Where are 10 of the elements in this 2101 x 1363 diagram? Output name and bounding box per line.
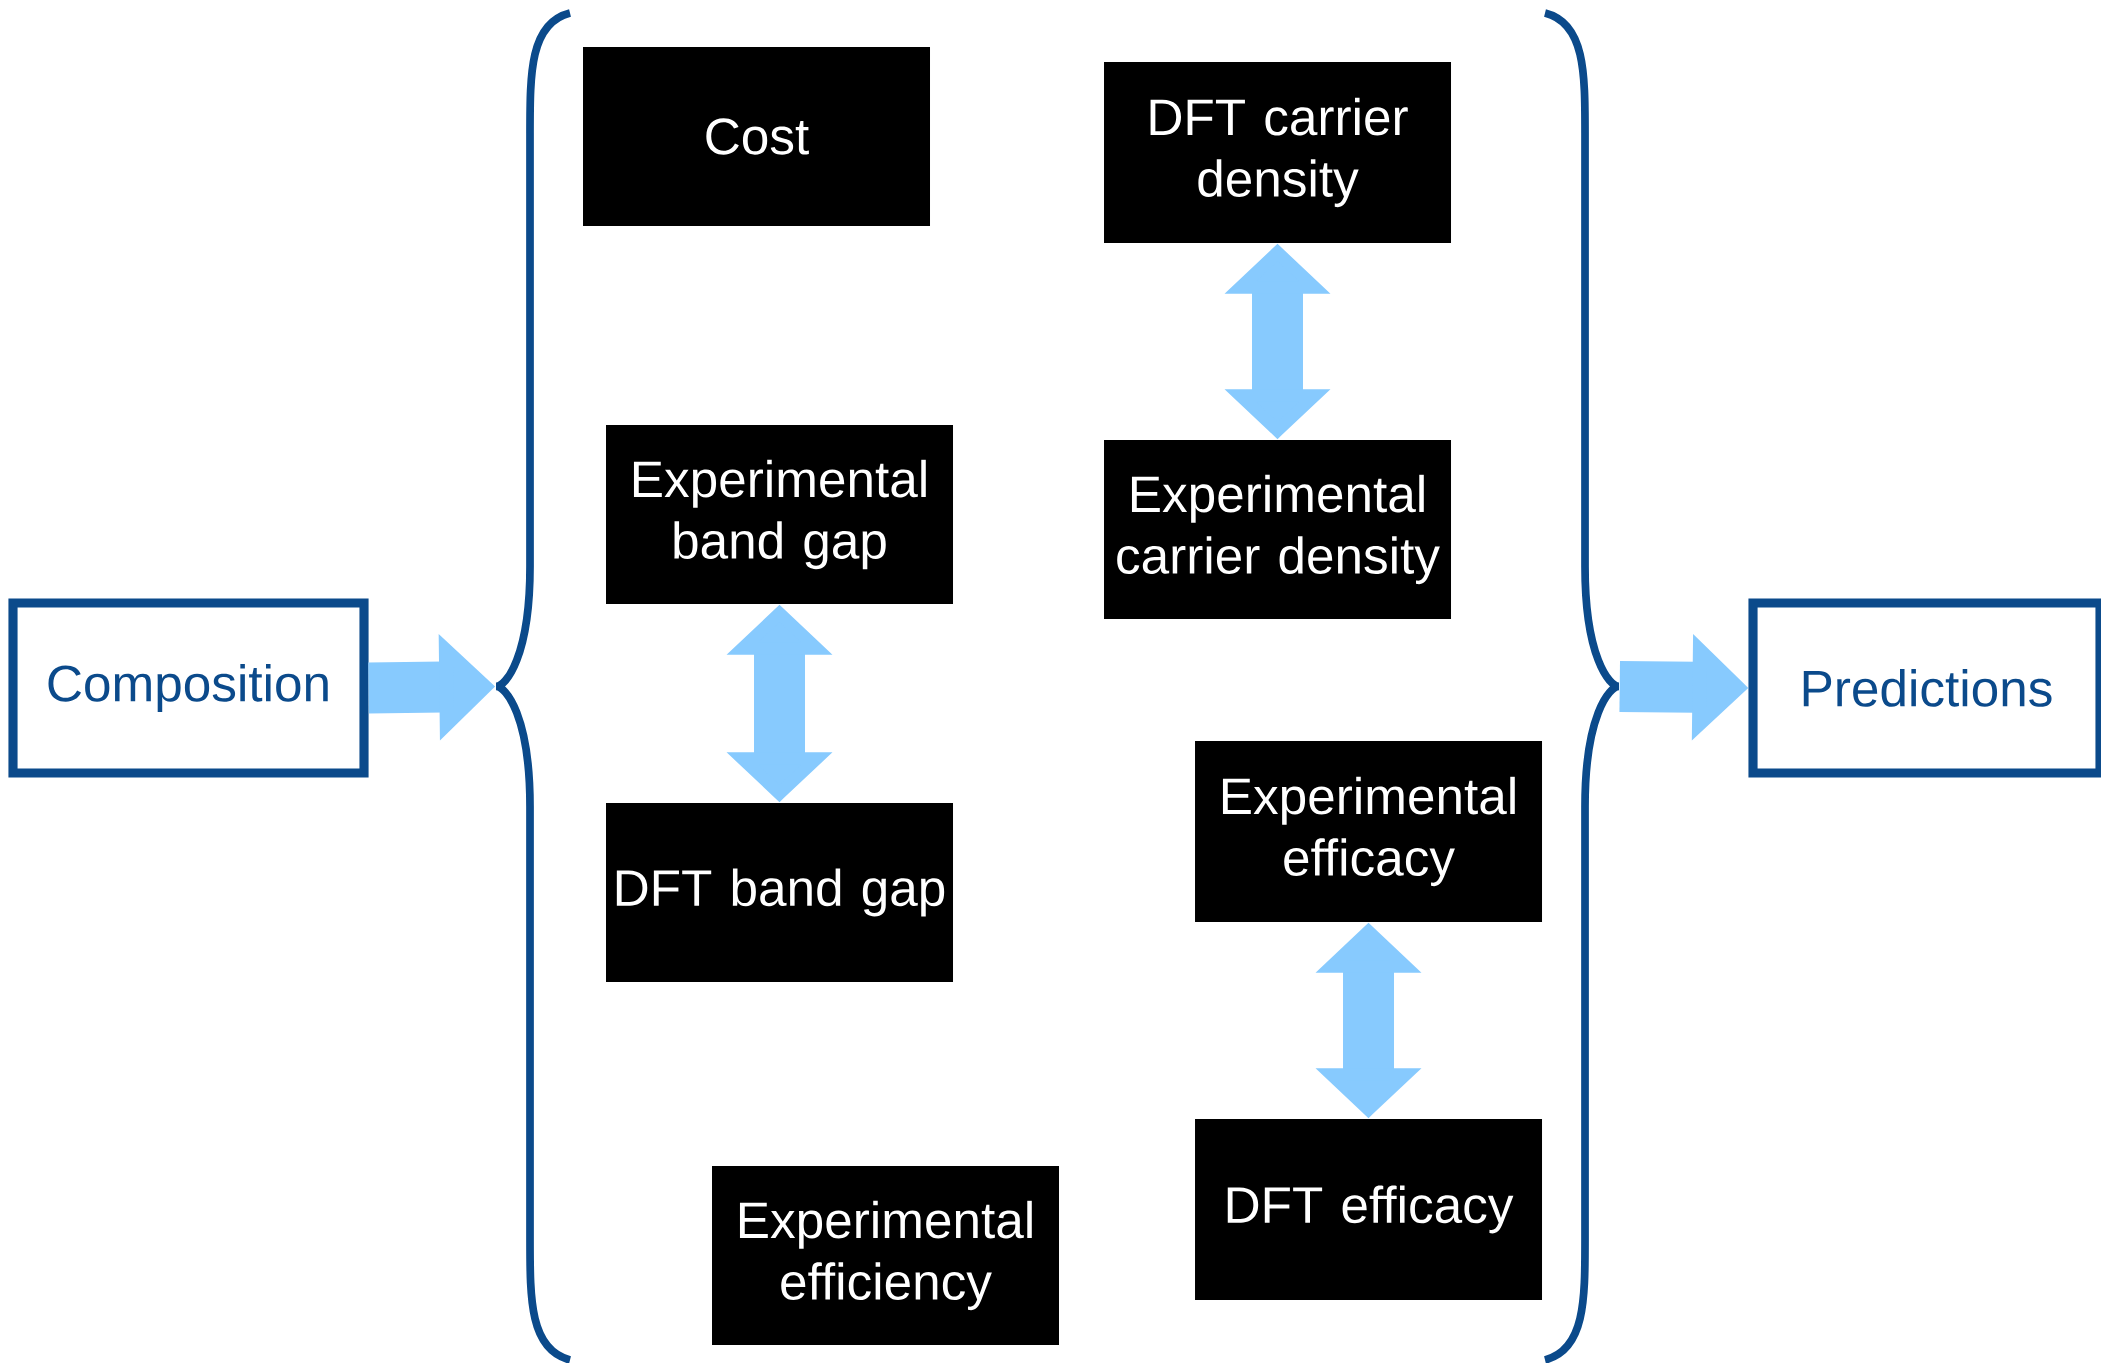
process-box: DFT carrier density: [1104, 61, 1451, 243]
process-box: DFT efficacy: [1195, 1119, 1542, 1300]
input-box: Composition: [8, 598, 369, 778]
process-box: Cost: [583, 47, 930, 226]
process-box: Experimental efficacy: [1195, 741, 1542, 922]
process-box: Experimental efficiency: [712, 1166, 1059, 1345]
process-box: Experimental band gap: [606, 425, 953, 604]
process-box: Experimental carrier density: [1104, 440, 1451, 619]
input-box: Predictions: [1748, 598, 2101, 778]
process-box: DFT band gap: [606, 803, 953, 982]
